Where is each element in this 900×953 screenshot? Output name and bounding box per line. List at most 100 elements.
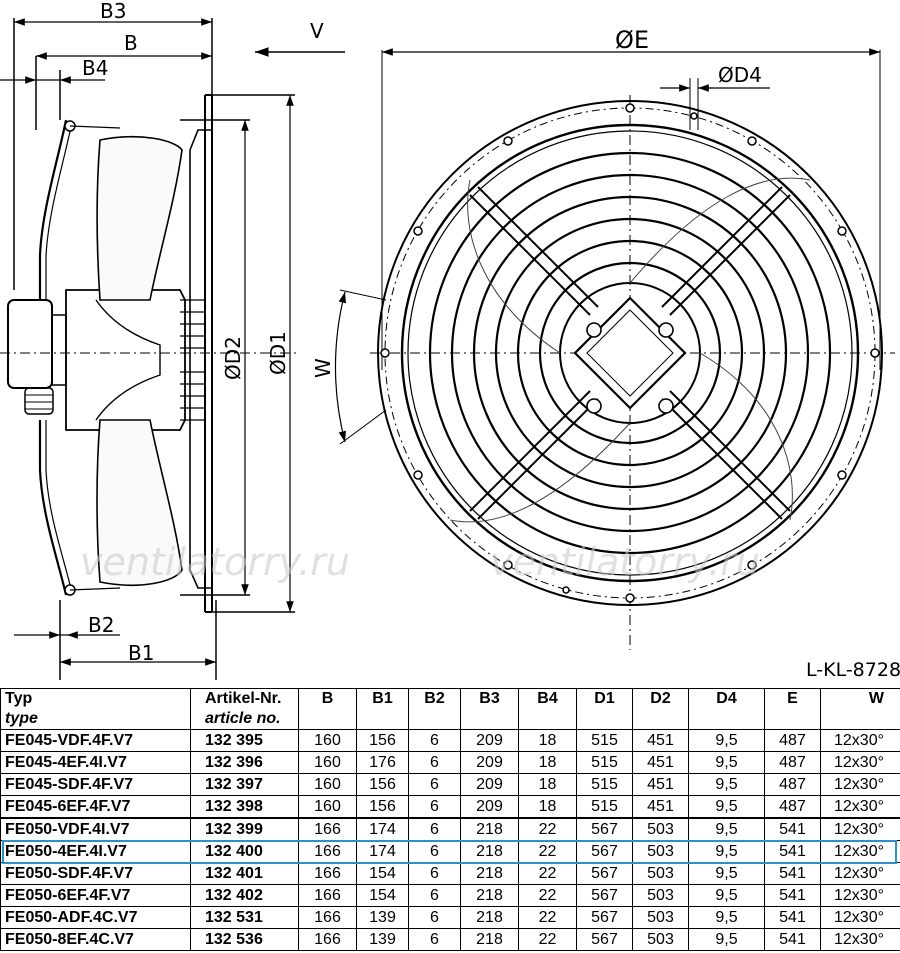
cell-b: 160 [298, 751, 357, 774]
cell-d1: 567 [576, 817, 633, 841]
cell-d2: 451 [632, 751, 689, 774]
label-w: W [311, 358, 335, 378]
cell-d1: 567 [576, 862, 633, 885]
cell-b3: 209 [460, 729, 519, 752]
label-v: V [310, 19, 324, 43]
cell-typ: FE045-SDF.4F.V7 [0, 773, 191, 796]
watermark-right: ventilatorry.ru [490, 540, 760, 584]
drawing-code: L-KL-8728 [806, 659, 900, 681]
cell-typ: FE050-8EF.4C.V7 [0, 928, 191, 951]
cell-d1: 515 [576, 795, 633, 819]
cell-e: 541 [764, 928, 821, 951]
cell-d1: 567 [576, 884, 633, 907]
side-view [0, 18, 300, 680]
view-direction-v: V [255, 19, 345, 57]
cell-article: 132 395 [190, 729, 299, 752]
cell-w: 12x30° [820, 840, 900, 863]
cell-w: 12x30° [820, 817, 900, 841]
cell-b3: 218 [460, 862, 519, 885]
cell-article: 132 401 [190, 862, 299, 885]
cell-b1: 156 [356, 795, 409, 819]
cell-b2: 6 [408, 840, 461, 863]
cell-d2: 503 [632, 862, 689, 885]
cell-b3: 209 [460, 751, 519, 774]
cell-b2: 6 [408, 884, 461, 907]
cell-d4: 9,5 [688, 729, 765, 752]
cell-b4: 18 [518, 795, 577, 819]
cell-b: 166 [298, 884, 357, 907]
cell-b3: 218 [460, 906, 519, 929]
cell-d4: 9,5 [688, 884, 765, 907]
cell-d1: 515 [576, 729, 633, 752]
cell-e: 541 [764, 840, 821, 863]
cell-w: 12x30° [820, 729, 900, 752]
cell-b2: 6 [408, 751, 461, 774]
cell-d1: 515 [576, 773, 633, 796]
cell-b: 160 [298, 773, 357, 796]
cell-b4: 22 [518, 928, 577, 951]
cell-b3: 209 [460, 795, 519, 819]
cell-article: 132 399 [190, 817, 299, 841]
cell-article: 132 400 [190, 840, 299, 863]
cell-d2: 451 [632, 729, 689, 752]
cell-b: 166 [298, 862, 357, 885]
cell-w: 12x30° [820, 928, 900, 951]
cell-b3: 218 [460, 928, 519, 951]
cell-b: 166 [298, 906, 357, 929]
cell-w: 12x30° [820, 862, 900, 885]
cell-b2: 6 [408, 817, 461, 841]
cell-w: 12x30° [820, 906, 900, 929]
cell-w: 12x30° [820, 795, 900, 819]
cell-b4: 22 [518, 817, 577, 841]
label-d2: ØD2 [221, 336, 245, 380]
label-b2: B2 [88, 613, 114, 637]
cell-e: 487 [764, 751, 821, 774]
label-b3: B3 [100, 0, 126, 23]
cell-b: 166 [298, 840, 357, 863]
cell-b1: 156 [356, 773, 409, 796]
cell-e: 487 [764, 795, 821, 819]
cell-article: 132 531 [190, 906, 299, 929]
cell-e: 541 [764, 862, 821, 885]
cell-typ: FE045-4EF.4I.V7 [0, 751, 191, 774]
cell-b2: 6 [408, 928, 461, 951]
fan-technical-drawing: B3 B B4 B2 B1 ØD2 ØD1 V [0, 0, 900, 681]
cell-b1: 154 [356, 862, 409, 885]
cell-b2: 6 [408, 795, 461, 819]
cell-typ: FE050-SDF.4F.V7 [0, 862, 191, 885]
cell-d4: 9,5 [688, 751, 765, 774]
cell-b: 166 [298, 817, 357, 841]
cell-b3: 209 [460, 773, 519, 796]
cell-b4: 22 [518, 862, 577, 885]
cell-b1: 154 [356, 884, 409, 907]
cell-d4: 9,5 [688, 928, 765, 951]
cell-b2: 6 [408, 729, 461, 752]
cell-d4: 9,5 [688, 906, 765, 929]
cell-w: 12x30° [820, 751, 900, 774]
cell-b4: 18 [518, 773, 577, 796]
cell-b4: 22 [518, 840, 577, 863]
cell-d4: 9,5 [688, 795, 765, 819]
cell-d1: 567 [576, 840, 633, 863]
cell-b2: 6 [408, 862, 461, 885]
cell-e: 487 [764, 773, 821, 796]
cell-d1: 567 [576, 906, 633, 929]
header-b2: B2 [408, 688, 461, 730]
cell-b4: 22 [518, 884, 577, 907]
cell-d2: 451 [632, 795, 689, 819]
cell-b2: 6 [408, 906, 461, 929]
